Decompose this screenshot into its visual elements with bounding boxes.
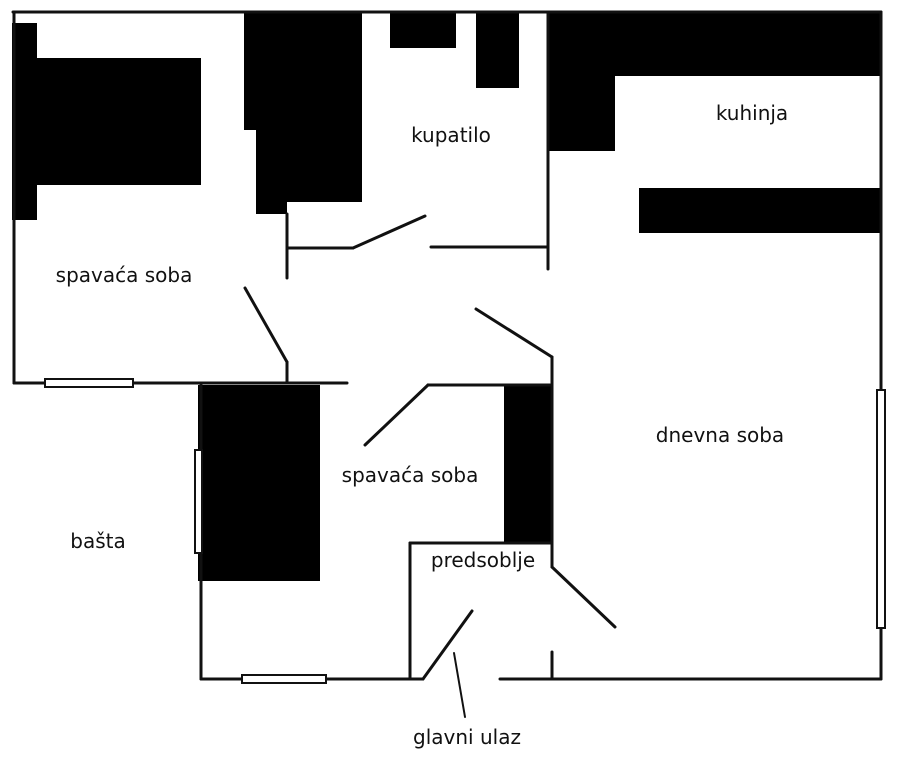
bedroom-1-bed [37, 58, 201, 185]
label-living-room: dnevna soba [656, 423, 784, 447]
label-garden: bašta [70, 529, 125, 553]
label-bathroom: kupatilo [411, 123, 491, 147]
label-hallway: predsoblje [431, 548, 535, 572]
label-kitchen: kuhinja [716, 101, 788, 125]
label-bedroom-1: spavaća soba [56, 263, 193, 287]
bedroom-1-closet-lower [256, 130, 362, 202]
bathroom-door [351, 214, 427, 250]
main-entrance-door [421, 609, 474, 681]
windows [44, 378, 886, 684]
bedroom-2-wardrobe [198, 385, 320, 581]
bedroom-1-wardrobe-left [12, 23, 37, 220]
bedroom-2-door [363, 383, 430, 447]
bathroom-fixture-1 [390, 12, 456, 48]
doors [243, 214, 617, 718]
label-main-entrance: glavni ulaz [413, 725, 521, 749]
kitchen-counter-top [548, 12, 881, 76]
window-living-room [876, 389, 886, 629]
furniture [12, 12, 881, 581]
kitchen-island [639, 188, 881, 233]
bathroom-fixture-2 [476, 12, 519, 88]
living-room-door [474, 307, 554, 359]
window-bedroom-2-bottom [241, 674, 327, 684]
entrance-pointer [453, 652, 466, 718]
bedroom-2-closet [504, 385, 552, 543]
window-bedroom-1 [44, 378, 134, 388]
window-bedroom-2-side [194, 449, 203, 554]
bedroom-1-door [243, 286, 289, 364]
hallway-door [550, 565, 617, 629]
bedroom-1-closet-foot [256, 202, 287, 214]
bedroom-1-closet-upper [244, 12, 362, 130]
label-bedroom-2: spavaća soba [342, 463, 479, 487]
kitchen-counter-side [548, 76, 615, 151]
